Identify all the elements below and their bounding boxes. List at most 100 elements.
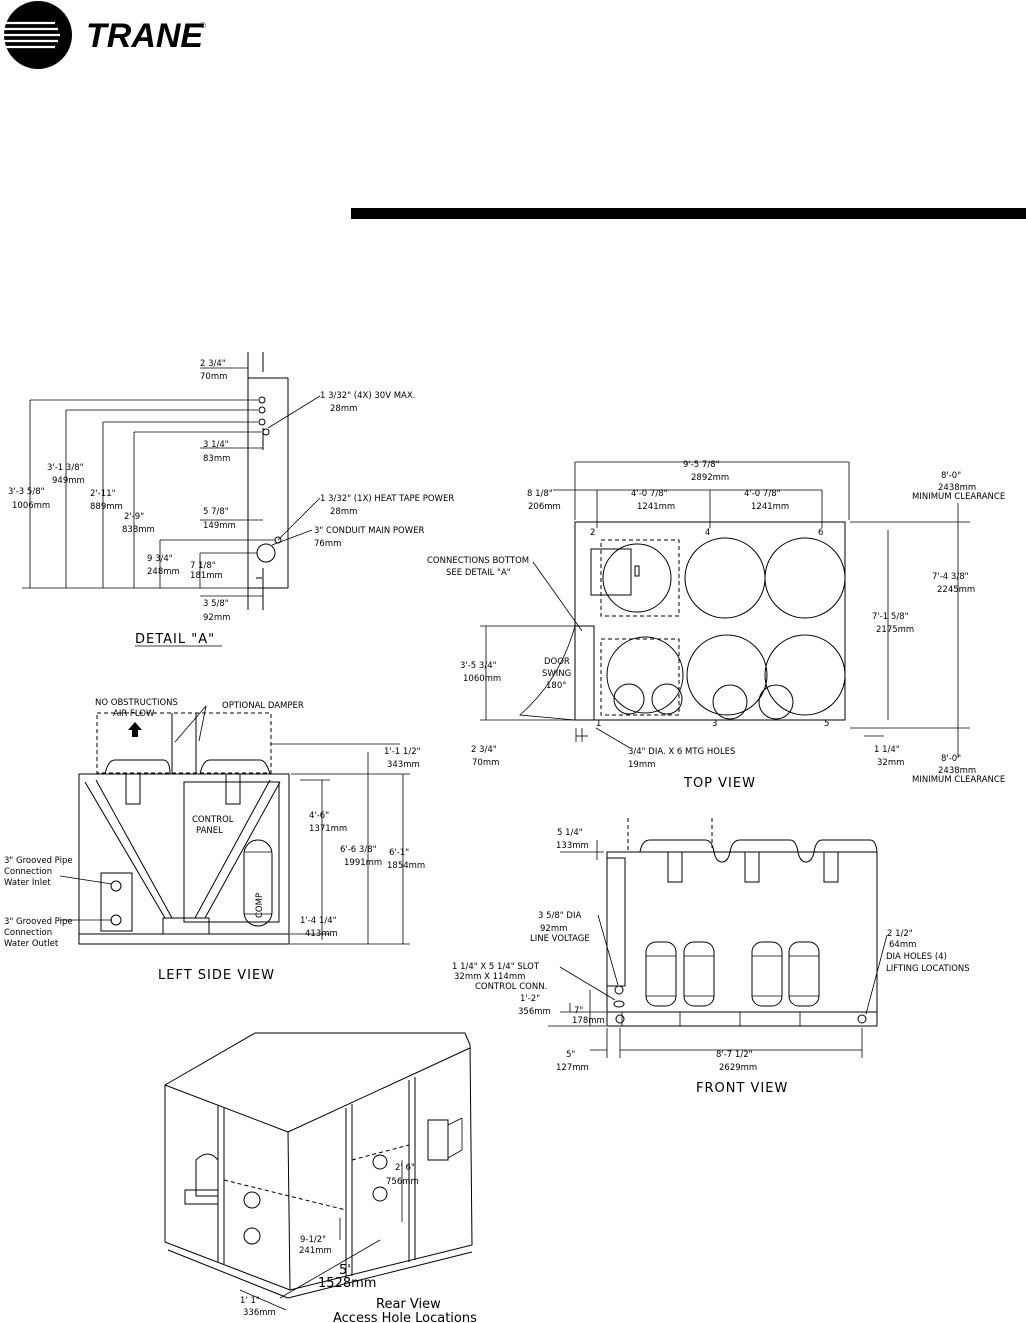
top-view-left-m: 70mm (472, 758, 499, 768)
detail-a-d6: 3 5/8" (203, 599, 229, 609)
detail-a-d3m: 149mm (203, 521, 236, 531)
detail-a-heat-m: 28mm (330, 507, 357, 517)
front-view-f3: 1 1/4" X 5 1/4" SLOT (452, 962, 540, 972)
top-view-mtg: 3/4" DIA. X 6 MTG HOLES (628, 747, 735, 757)
front-view-f1m: 133mm (556, 841, 589, 851)
top-view-clear-bot-note: MINIMUM CLEARANCE (912, 775, 1005, 785)
left-view-e4m: 1854mm (387, 861, 425, 871)
front-view-f6: 5" (566, 1050, 575, 1060)
detail-a-d4: 9 3/4" (147, 554, 173, 564)
front-view: 5 1/4" 133mm 3 5/8" DIA 92mm LINE VOLTAG… (452, 818, 970, 1096)
top-view-right: 1 1/4" (874, 745, 900, 755)
rear-view-r2m: 241mm (299, 1246, 332, 1256)
detail-a-d1: 2 3/4" (200, 359, 226, 369)
detail-a-d2: 3 1/4" (203, 440, 229, 450)
front-view-f7: 8'-7 1/2" (716, 1050, 753, 1060)
detail-a-h2m: 949mm (52, 476, 85, 486)
front-view-f4m: 356mm (518, 1007, 551, 1017)
top-view-conn1: CONNECTIONS BOTTOM (427, 556, 529, 566)
top-view-door: 3'-5 3/4" (460, 661, 497, 671)
left-view-panel2: PANEL (196, 826, 223, 836)
left-view-in2: Connection (4, 867, 52, 877)
top-view-mtg-m: 19mm (628, 760, 655, 770)
detail-a-title: DETAIL "A" (135, 632, 215, 647)
detail-a: 2 3/4" 70mm 1 3/32" (4X) 30V MAX. 28mm 3… (8, 352, 454, 647)
top-view-n3: 3 (712, 719, 717, 729)
top-view-inner: 7'-1 5/8" (872, 612, 909, 622)
top-view-swing1: DOOR (544, 657, 570, 667)
top-view-swing2: SWING (542, 669, 571, 679)
top-view-right-m: 32mm (877, 758, 904, 768)
detail-a-heat: 1 3/32" (1X) HEAT TAPE POWER (320, 494, 454, 504)
front-view-f7m: 2629mm (719, 1063, 757, 1073)
left-view-title: LEFT SIDE VIEW (158, 968, 275, 983)
detail-a-d5m: 181mm (190, 571, 223, 581)
top-view-n1: 1 (596, 719, 601, 729)
front-view-f5m: 178mm (572, 1016, 605, 1026)
top-view-left: 2 3/4" (471, 745, 497, 755)
detail-a-h4m: 838mm (122, 525, 155, 535)
left-view-out2: Connection (4, 928, 52, 938)
detail-a-h2: 3'-1 3/8" (47, 463, 84, 473)
front-view-f4: 1'-2" (520, 994, 540, 1004)
left-view-e1: 1'-1 1/2" (384, 747, 421, 757)
top-view-inner-m: 2175mm (876, 625, 914, 635)
top-view-width: 7'-4 3/8" (932, 572, 969, 582)
brand-mark: ® (200, 21, 206, 30)
front-view-f1: 5 1/4" (557, 828, 583, 838)
left-view-e4: 6'-1" (389, 848, 409, 858)
top-view-b: 4'-0 7/8" (631, 489, 668, 499)
front-view-f2m: 92mm (540, 924, 567, 934)
rear-view-r2: 9-1/2" (300, 1235, 326, 1245)
detail-a-d2m: 83mm (203, 454, 230, 464)
detail-a-h4: 2'-9" (124, 512, 144, 522)
left-side-view: NO OBSTRUCTIONS AIR FLOW OPTIONAL DAMPER… (4, 698, 425, 983)
top-view-n2: 2 (590, 528, 595, 538)
detail-a-holes: 1 3/32" (4X) 30V MAX. (320, 391, 415, 401)
top-view-clear-top-m: 2438mm (938, 483, 976, 493)
rear-view-r4: 1' 1" (240, 1296, 260, 1306)
top-view-n4: 4 (705, 528, 710, 538)
left-view-in1: 3" Grooved Pipe (4, 856, 73, 866)
top-view-clear-bot: 8'-0" (941, 754, 961, 764)
detail-a-cond: 3" CONDUIT MAIN POWER (314, 526, 424, 536)
top-view: 2 4 6 1 3 5 9'-5 7/8" 2892mm 8 1/8" 206m… (427, 460, 1005, 791)
detail-a-d4m: 248mm (147, 567, 180, 577)
trane-logo: TRANE ® (4, 1, 206, 69)
left-view-e3: 6'-6 3/8" (340, 845, 377, 855)
rear-view-title: Rear View (376, 1297, 441, 1312)
front-view-f6m: 127mm (556, 1063, 589, 1073)
top-view-clear-top: 8'-0" (941, 471, 961, 481)
front-view-f2n: LINE VOLTAGE (530, 934, 590, 944)
left-view-e3m: 1991mm (344, 858, 382, 868)
left-view-noobs1: NO OBSTRUCTIONS (95, 698, 178, 708)
detail-a-h1: 3'-3 5/8" (8, 487, 45, 497)
top-view-title: TOP VIEW (683, 776, 756, 791)
rear-view-subtitle: Access Hole Locations (333, 1311, 477, 1323)
top-view-swing3: 180° (546, 681, 566, 691)
rear-view-r3m: 1528mm (318, 1276, 376, 1291)
detail-a-d5: 7 1/8" (190, 561, 216, 571)
front-view-lift: 2 1/2" (887, 929, 913, 939)
front-view-f3n: CONTROL CONN. (475, 982, 547, 992)
top-view-door-m: 1060mm (463, 674, 501, 684)
left-view-e1m: 343mm (387, 760, 420, 770)
left-view-e5m: 413mm (305, 929, 338, 939)
detail-a-h3: 2'-11" (90, 489, 116, 499)
left-view-panel1: CONTROL (192, 815, 234, 825)
rear-view-r3: 5' (339, 1263, 351, 1278)
left-view-in3: Water Inlet (4, 878, 51, 888)
left-view-noobs2: AIR FLOW (113, 709, 155, 719)
detail-a-d1m: 70mm (200, 372, 227, 382)
rear-view-r1m: 756mm (386, 1177, 419, 1187)
detail-a-d6m: 92mm (203, 613, 230, 623)
front-view-title: FRONT VIEW (696, 1081, 788, 1096)
top-view-a: 8 1/8" (527, 489, 553, 499)
detail-a-d3: 5 7/8" (203, 507, 229, 517)
top-view-overall-m: 2892mm (691, 473, 729, 483)
front-view-f5: 7" (574, 1006, 583, 1016)
detail-a-h3m: 889mm (90, 502, 123, 512)
rear-view-r4m: 336mm (243, 1308, 276, 1318)
top-view-am: 206mm (528, 502, 561, 512)
detail-a-h1m: 1006mm (12, 501, 50, 511)
